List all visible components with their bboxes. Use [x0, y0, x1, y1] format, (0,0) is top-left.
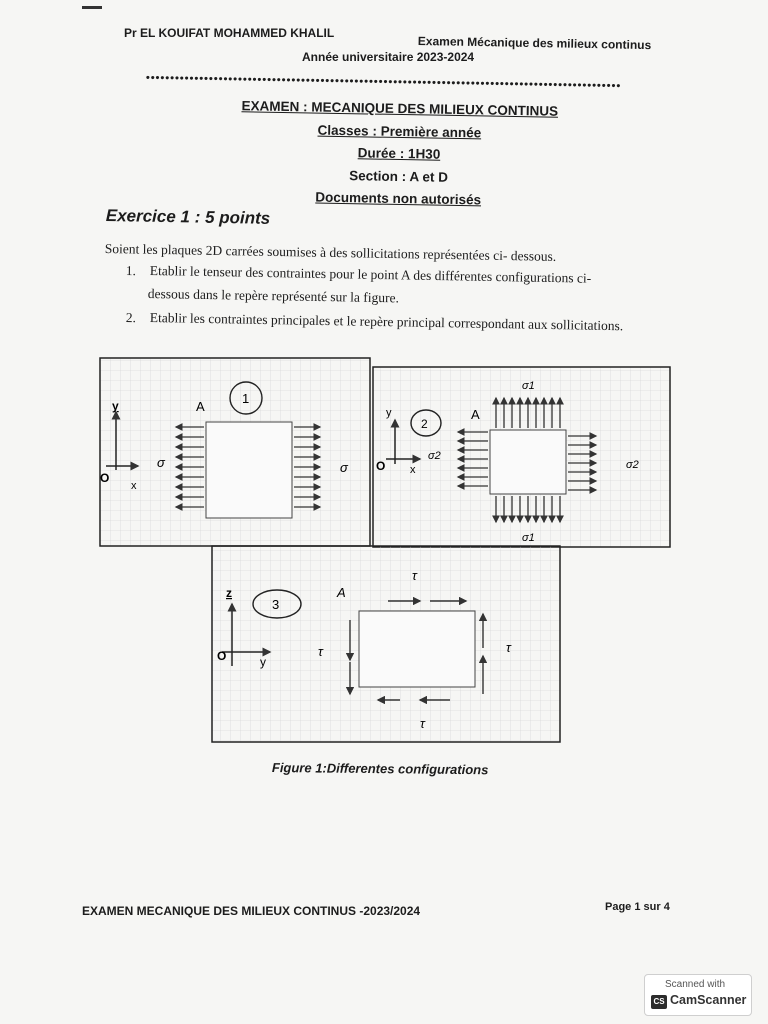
- p3-axis-y: y: [260, 655, 266, 669]
- p2-point-a: A: [471, 407, 480, 422]
- p3-point-a: A: [336, 585, 346, 600]
- p2-sigma1-top: σ1: [522, 380, 535, 392]
- p2-bottom-arrows: [492, 496, 564, 524]
- scan-mark: [82, 6, 102, 9]
- p3-number-circle: [252, 589, 302, 619]
- page-number: Page 1 sur 4: [605, 901, 670, 913]
- panel-1: y O x A 1 σ σ: [99, 357, 371, 547]
- figure-caption: Figure 1:Differentes configurations: [271, 760, 489, 778]
- p1-sigma-left: σ: [157, 455, 166, 470]
- p1-right-arrows: [294, 423, 322, 511]
- p2-sigma2-left: σ2: [428, 450, 441, 462]
- panel-2: y O x A 2: [372, 366, 671, 548]
- p2-sigma1-bottom: σ1: [522, 532, 535, 544]
- p3-tau-top: τ: [412, 568, 418, 583]
- p1-axis-x: x: [131, 480, 137, 492]
- camscanner-logo-icon: CS: [651, 995, 667, 1009]
- p1-point-a: A: [196, 399, 205, 414]
- p1-number-circle: [229, 381, 263, 415]
- scanned-with-label: Scanned with: [665, 979, 726, 990]
- p3-origin: O: [217, 649, 226, 663]
- p1-sigma-right: σ: [340, 460, 349, 475]
- p2-origin: O: [376, 459, 385, 473]
- p2-sigma2-right: σ2: [626, 459, 639, 471]
- p2-axis-y: y: [386, 407, 392, 419]
- p2-axis-x: x: [410, 464, 416, 476]
- author-name: Pr EL KOUIFAT MOHAMMED KHALIL: [124, 26, 335, 40]
- camscanner-label: CamScanner: [670, 993, 747, 1007]
- p3-shear-arrows: [345, 596, 488, 705]
- p1-axis-y: y: [112, 399, 119, 413]
- p1-origin: O: [100, 471, 109, 485]
- p1-number: 1: [242, 391, 249, 406]
- p2-right-arrows: [568, 432, 598, 494]
- p2-left-arrows: [456, 428, 488, 490]
- footer-title: EXAMEN MECANIQUE DES MILIEUX CONTINUS -2…: [82, 904, 421, 918]
- p3-tau-left: τ: [318, 644, 324, 659]
- p3-tau-bottom: τ: [420, 716, 426, 731]
- p3-axis-z: z: [226, 586, 232, 600]
- p3-number: 3: [272, 597, 279, 612]
- academic-year: Année universitaire 2023-2024: [302, 50, 475, 64]
- p2-number: 2: [421, 417, 428, 431]
- figure-configurations: y O x A 1 σ σ: [99, 357, 671, 743]
- p2-top-arrows: [492, 396, 564, 428]
- p3-tau-right: τ: [506, 640, 512, 655]
- p1-left-arrows: [174, 423, 204, 511]
- p2-number-circle: [410, 409, 442, 437]
- camscanner-badge: Scanned with CS CamScanner: [644, 974, 752, 1016]
- panel-3: z O y A 3 τ τ τ τ: [211, 545, 561, 743]
